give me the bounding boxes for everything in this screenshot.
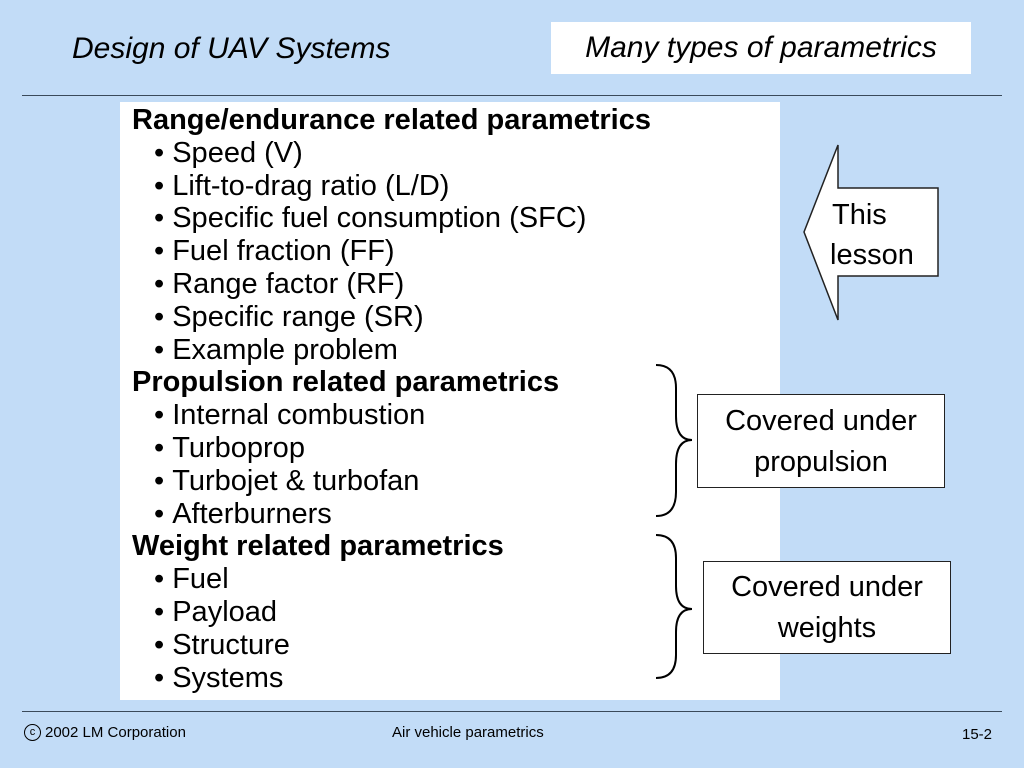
- footer-copyright: c 2002 LM Corporation: [24, 724, 186, 741]
- list-item: Fuel: [132, 563, 651, 596]
- list-item: Turboprop: [132, 432, 651, 465]
- copyright-icon: c: [24, 724, 41, 741]
- copyright-text: 2002 LM Corporation: [45, 724, 186, 741]
- parametrics-list: Range/endurance related parametrics Spee…: [132, 104, 651, 694]
- weights-callout: Covered under weights: [703, 561, 951, 654]
- section-heading-propulsion: Propulsion related parametrics: [132, 366, 560, 399]
- presentation-title: Design of UAV Systems: [72, 32, 391, 65]
- list-item: Lift-to-drag ratio (L/D): [132, 170, 651, 203]
- list-item: Turbojet & turbofan: [132, 465, 651, 498]
- list-item: Systems: [132, 662, 651, 695]
- propulsion-callout: Covered under propulsion: [697, 394, 945, 488]
- callout-line: weights: [777, 612, 877, 644]
- list-item: Specific fuel consumption (SFC): [132, 202, 651, 235]
- list-item: Specific range (SR): [132, 301, 651, 334]
- list-item: Internal combustion: [132, 399, 651, 432]
- list-item: Range factor (RF): [132, 268, 651, 301]
- header-divider: [22, 95, 1002, 96]
- callout-line: Covered under: [731, 571, 923, 603]
- section-heading-weight: Weight related parametrics: [132, 530, 504, 563]
- section-heading-range-endurance: Range/endurance related parametrics: [132, 104, 651, 136]
- callout-line: lesson: [830, 239, 914, 271]
- list-item: Fuel fraction (FF): [132, 235, 651, 268]
- list-item: Structure: [132, 629, 651, 662]
- content-panel: Range/endurance related parametrics Spee…: [120, 102, 780, 700]
- footer-divider: [22, 711, 1002, 712]
- page-number: 15-2: [962, 726, 993, 743]
- list-item: Afterburners: [132, 498, 651, 531]
- list-item: Example problem: [132, 334, 651, 367]
- footer-topic: Air vehicle parametrics: [392, 724, 544, 741]
- callout-line: Covered under: [725, 405, 917, 437]
- list-item: Payload: [132, 596, 651, 629]
- callout-line: propulsion: [754, 446, 888, 478]
- callout-line: This: [832, 199, 887, 231]
- this-lesson-callout: This lesson: [824, 195, 942, 275]
- slide-title: Many types of parametrics: [551, 22, 971, 74]
- list-item: Speed (V): [132, 137, 651, 170]
